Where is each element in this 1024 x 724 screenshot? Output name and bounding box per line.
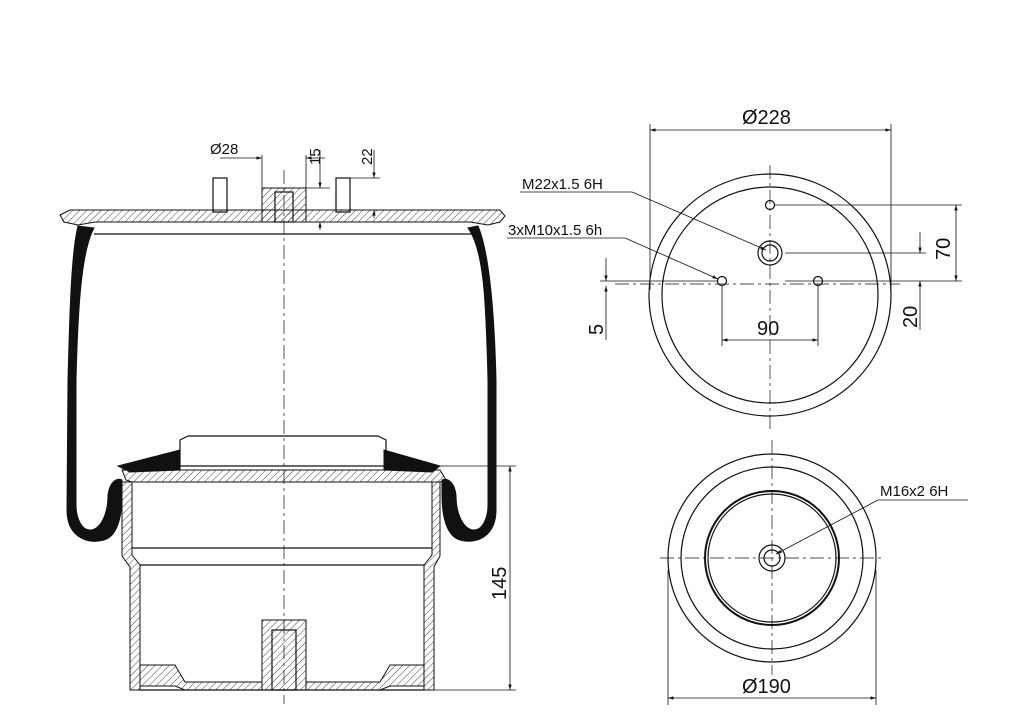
dim-top-diameter: Ø228 (649, 107, 892, 290)
piston-bottom-right (305, 664, 425, 691)
center-thread-hole (274, 191, 294, 223)
dim-pin-height-22: 22 (350, 148, 380, 218)
pin-height-15-label: 15 (307, 148, 324, 165)
top-diameter-label: Ø228 (742, 107, 791, 129)
dim-height-145: 145 (434, 465, 516, 691)
dim-offset-20: 20 (785, 232, 926, 330)
dim-spacing-90: 90 (721, 286, 819, 346)
dim-bottom-diameter: Ø190 (667, 570, 877, 705)
side-section-view: Ø28 15 22 145 (59, 141, 516, 704)
center-hole-outer (757, 240, 783, 266)
dim-pin-height-15: 15 (306, 148, 330, 230)
bottom-thread-hole (271, 629, 297, 691)
piston-wall-left (121, 481, 141, 691)
bolt-hole-top (764, 199, 776, 211)
piston-bottom-left (139, 664, 263, 691)
height-145-label: 145 (489, 567, 511, 600)
dim-offset-70: 70 (775, 204, 962, 282)
bottom-insert (261, 619, 307, 691)
center-hole-inner (761, 244, 779, 262)
offset-5-label: 5 (586, 324, 608, 335)
bellow-left (66, 225, 123, 542)
piston-cap (179, 435, 387, 467)
bottom-view: M16x2 6H Ø190 (660, 440, 968, 705)
dim-offset-5: 5 (586, 258, 718, 340)
callout-center-thread: M22x1.5 6H (520, 176, 767, 251)
offset-20-label: 20 (900, 306, 922, 328)
spacing-90-label: 90 (757, 318, 779, 340)
bellow-wedge-left (116, 449, 181, 473)
center-nut (261, 187, 307, 223)
bottom-thread-label: M16x2 6H (880, 483, 948, 500)
pin-diameter-label: Ø28 (210, 141, 238, 158)
bolt-threads-label: 3xM10x1.5 6h (508, 222, 602, 239)
left-stud (212, 177, 228, 213)
piston-top-ring (121, 469, 447, 483)
bellow-wedge-right (383, 449, 442, 473)
dim-pin-diameter: Ø28 (210, 141, 325, 190)
callout-bolt-threads: 3xM10x1.5 6h (507, 222, 719, 280)
top-view: Ø228 M22x1.5 6H 3xM10x1.5 6h 70 20 (507, 107, 962, 430)
pin-height-22-label: 22 (359, 148, 376, 165)
right-stud (335, 177, 351, 213)
bottom-diameter-label: Ø190 (742, 676, 791, 698)
offset-70-label: 70 (933, 238, 955, 260)
bellow-right (441, 225, 497, 542)
piston-wall-right (423, 481, 441, 691)
center-thread-label: M22x1.5 6H (522, 176, 603, 193)
callout-bottom-thread: M16x2 6H (775, 483, 968, 555)
